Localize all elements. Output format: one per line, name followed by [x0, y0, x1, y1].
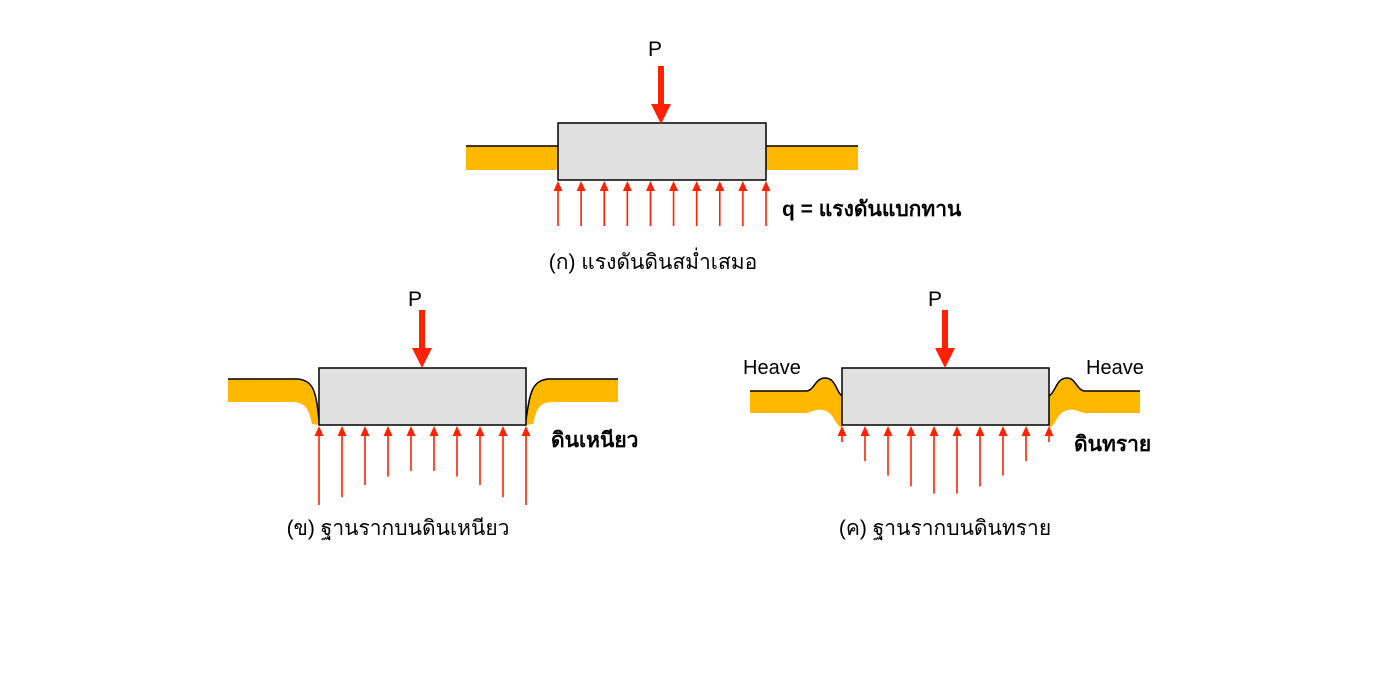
pressure-arrow	[553, 181, 563, 226]
pressure-arrow	[883, 426, 893, 476]
footing-block	[318, 367, 527, 426]
bearing-pressure-arrows	[553, 181, 771, 226]
bearing-pressure-arrows	[837, 426, 1054, 494]
bearing-pressure-label: q = แรงดันแบกทาน	[782, 198, 962, 221]
heave-label-right: Heave	[1086, 357, 1144, 379]
caption-footing-on-sand: (ค) ฐานรากบนดินทราย	[839, 517, 1051, 540]
pressure-arrow	[929, 426, 939, 494]
pressure-arrow	[576, 181, 586, 226]
pressure-arrow	[738, 181, 748, 226]
pressure-arrow	[521, 426, 531, 505]
soil-surface-left	[750, 377, 843, 397]
footing-block	[557, 122, 767, 181]
soil-layer-left	[228, 379, 319, 425]
soil-layer-right	[526, 379, 618, 425]
pressure-arrow	[622, 181, 632, 226]
pressure-arrow	[669, 181, 679, 226]
pressure-arrow	[498, 426, 508, 498]
soil-surface-left	[228, 378, 320, 421]
pressure-arrow	[337, 426, 347, 498]
caption-footing-on-clay: (ข) ฐานรากบนดินเหนียว	[287, 517, 510, 540]
footing-block	[841, 367, 1050, 426]
pressure-arrow	[452, 426, 462, 477]
sand-soil-label: ดินทราย	[1074, 433, 1151, 456]
pressure-arrow	[475, 426, 485, 486]
pressure-arrow	[1021, 426, 1031, 462]
panel-footing-on-sand: P Heave Heave ดินทราย (ค) ฐานรากบนดินทรา…	[743, 288, 1151, 540]
pressure-arrow	[599, 181, 609, 226]
load-label-p: P	[408, 288, 422, 311]
caption-uniform-pressure: (ก) แรงดันดินสม่ำเสมอ	[549, 247, 758, 274]
pressure-arrow	[906, 426, 916, 487]
soil-layer-right	[1049, 378, 1140, 428]
panel-uniform-pressure: P q = แรงดันแบกทาน (ก) แรงดันดินสม่ำเสมอ	[466, 38, 962, 274]
heave-label-left: Heave	[743, 357, 801, 379]
load-arrow-p	[412, 310, 432, 368]
pressure-arrow	[761, 181, 771, 226]
pressure-arrow	[645, 181, 655, 226]
pressure-arrow	[692, 181, 702, 226]
soil-layer-left	[750, 378, 842, 428]
load-label-p: P	[648, 38, 662, 61]
pressure-arrow	[952, 426, 962, 494]
pressure-arrow	[360, 426, 370, 486]
soil-layer-right	[766, 146, 858, 170]
pressure-arrow	[1044, 426, 1054, 442]
soil-layer-left	[466, 146, 558, 170]
load-arrow-p	[935, 310, 955, 368]
pressure-arrow	[975, 426, 985, 487]
pressure-arrow	[860, 426, 870, 462]
panel-footing-on-clay: P ดินเหนียว (ข) ฐานรากบนดินเหนียว	[228, 288, 638, 540]
soil-surface-right	[1048, 377, 1140, 397]
clay-soil-label: ดินเหนียว	[551, 428, 638, 452]
pressure-arrow	[406, 426, 416, 471]
pressure-arrow	[383, 426, 393, 477]
pressure-arrow	[429, 426, 439, 471]
bearing-pressure-arrows	[314, 426, 531, 505]
pressure-arrow	[998, 426, 1008, 476]
load-arrow-p	[651, 66, 671, 124]
pressure-arrow	[837, 426, 847, 442]
soil-surface-right	[525, 378, 618, 421]
pressure-arrow	[314, 426, 324, 505]
load-label-p: P	[928, 288, 942, 311]
pressure-arrow	[715, 181, 725, 226]
